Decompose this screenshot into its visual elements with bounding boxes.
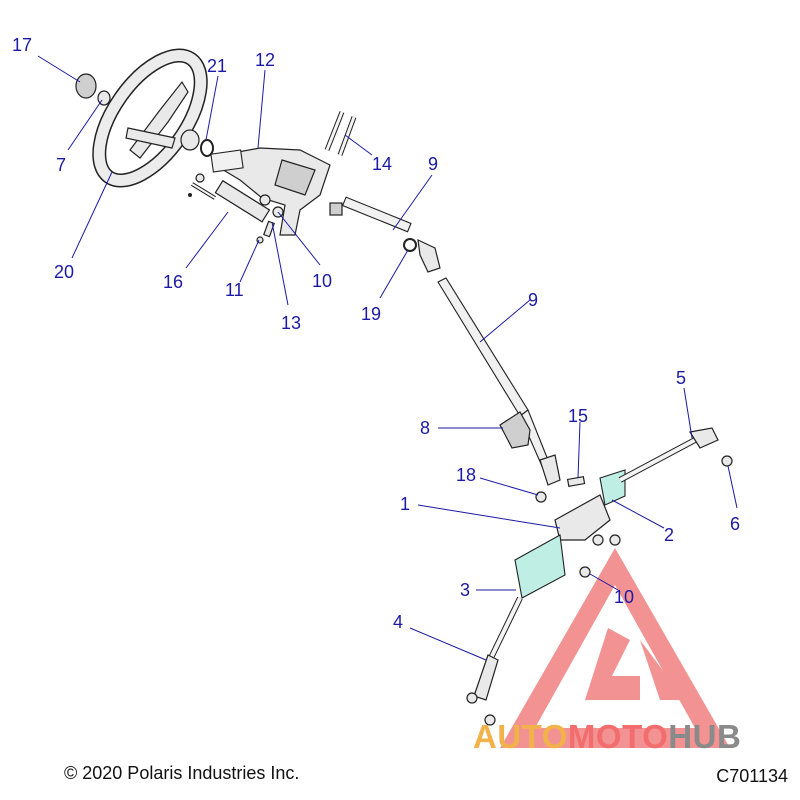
pin-small [263, 220, 275, 238]
steering-wheel [92, 48, 208, 188]
callout-6: 6 [730, 514, 740, 534]
callout-19: 19 [361, 304, 381, 324]
watermark-logo [500, 548, 730, 748]
rack-nut-c [579, 566, 591, 578]
upper-intermediate-shaft [329, 196, 441, 273]
callout-14: 14 [372, 154, 392, 174]
shaft-cover [499, 411, 531, 449]
column-bushing [180, 129, 200, 151]
callout-labels: 17 7 20 21 12 14 9 16 11 13 10 19 9 8 15… [12, 35, 740, 632]
callout-13: 13 [281, 313, 301, 333]
tilt-bracket [210, 147, 331, 236]
callout-17: 17 [12, 35, 32, 55]
hub-cap [75, 73, 97, 99]
watermark-moto: MOTO [567, 718, 669, 755]
callout-2: 2 [664, 525, 674, 545]
callout-10-upper: 10 [312, 271, 332, 291]
rack-nut-b [609, 534, 621, 546]
callout-9-upper: 9 [428, 154, 438, 174]
callout-4: 4 [393, 612, 403, 632]
callout-12: 12 [255, 50, 275, 70]
callout-3: 3 [460, 580, 470, 600]
watermark-wordmark: AUTOMOTOHUB [473, 718, 741, 756]
callout-1: 1 [400, 494, 410, 514]
bolt-long-a-fill [325, 111, 344, 151]
callout-20: 20 [54, 262, 74, 282]
gas-strut [188, 173, 271, 223]
tie-rod-left [466, 654, 499, 726]
callout-21: 21 [207, 56, 227, 76]
steering-rack [487, 469, 626, 662]
rack-nut-a [592, 534, 604, 546]
bushing-ring [200, 139, 214, 157]
watermark-hub: HUB [668, 718, 742, 755]
callout-5: 5 [676, 368, 686, 388]
copyright-notice: © 2020 Polaris Industries Inc. [64, 763, 300, 783]
callout-7: 7 [56, 155, 66, 175]
callout-9-lower: 9 [528, 290, 538, 310]
callout-8: 8 [420, 418, 430, 438]
callout-16: 16 [163, 272, 183, 292]
callout-18: 18 [456, 465, 476, 485]
leader-lines [37, 55, 738, 661]
pinch-bolt [566, 475, 586, 488]
callout-15: 15 [568, 406, 588, 426]
tie-rod-right [618, 427, 733, 483]
callout-10-lower: 10 [614, 587, 634, 607]
lower-shaft [437, 277, 561, 486]
nut-upper-a [259, 194, 271, 206]
callout-11: 11 [225, 280, 244, 300]
pinch-nut [535, 491, 547, 503]
watermark-auto: AUTO [473, 718, 568, 755]
diagram-code: C701134 [716, 766, 788, 786]
